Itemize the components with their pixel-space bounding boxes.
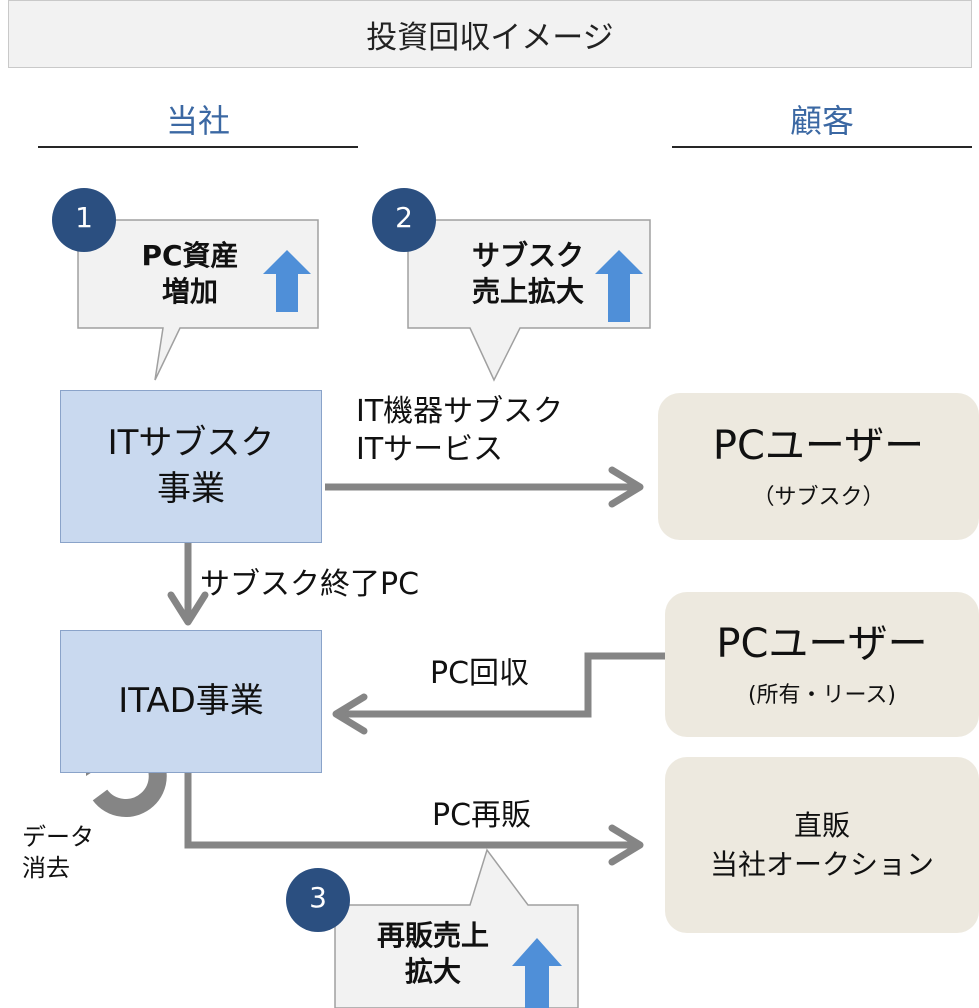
badge-2 (372, 188, 436, 252)
badge-1 (52, 188, 116, 252)
badge-3-number: 3 (309, 881, 327, 914)
column-heading-customer-underline (672, 146, 972, 148)
arrow-pc-resale (184, 773, 640, 849)
callout-3-text: 再販売上 拡大 (376, 919, 489, 989)
diagram-title: 投資回収イメージ (8, 0, 972, 68)
itad-business-box: ITAD事業 (60, 630, 322, 773)
arrow-subscription-end (167, 591, 209, 626)
callout-2-text: サブスク 売上拡大 (471, 239, 584, 309)
arrow-pc-collection (336, 652, 672, 718)
callout-1-bubble (77, 219, 319, 381)
flow-label-pc-resale: PC再販 (432, 798, 532, 833)
up-arrow-icon-1 (263, 250, 311, 312)
badge-1-number: 1 (75, 201, 93, 234)
direct-sales-box: 直販 当社オークション (665, 757, 979, 933)
pc-user-subscription-box: PCユーザー （サブスク） (658, 393, 979, 540)
diagram-title-text: 投資回収イメージ (366, 19, 614, 56)
up-arrow-icon-3 (512, 938, 562, 1008)
callout-3-bubble (334, 848, 579, 1008)
flow-label-pc-collection: PC回収 (430, 656, 530, 691)
flow-label-subscription-services: IT機器サブスク ITサービス (356, 394, 564, 467)
column-heading-company-underline (38, 146, 358, 148)
badge-2-number: 2 (395, 201, 413, 234)
callout-2-bubble (407, 219, 651, 382)
column-heading-customer: 顧客 (789, 102, 854, 140)
arrow-subscription-services (608, 466, 644, 508)
badge-3 (286, 868, 350, 932)
column-heading-company: 当社 (165, 102, 230, 140)
up-arrow-icon-2 (595, 250, 643, 322)
pc-user-owned-box: PCユーザー (所有・リース) (665, 592, 979, 737)
flow-label-subscription-end: サブスク終了PC (200, 567, 420, 602)
data-erasure-label: データ 消去 (22, 823, 94, 883)
it-subscription-business-box: ITサブスク 事業 (60, 390, 322, 543)
callout-1-text: PC資産 増加 (141, 239, 239, 309)
